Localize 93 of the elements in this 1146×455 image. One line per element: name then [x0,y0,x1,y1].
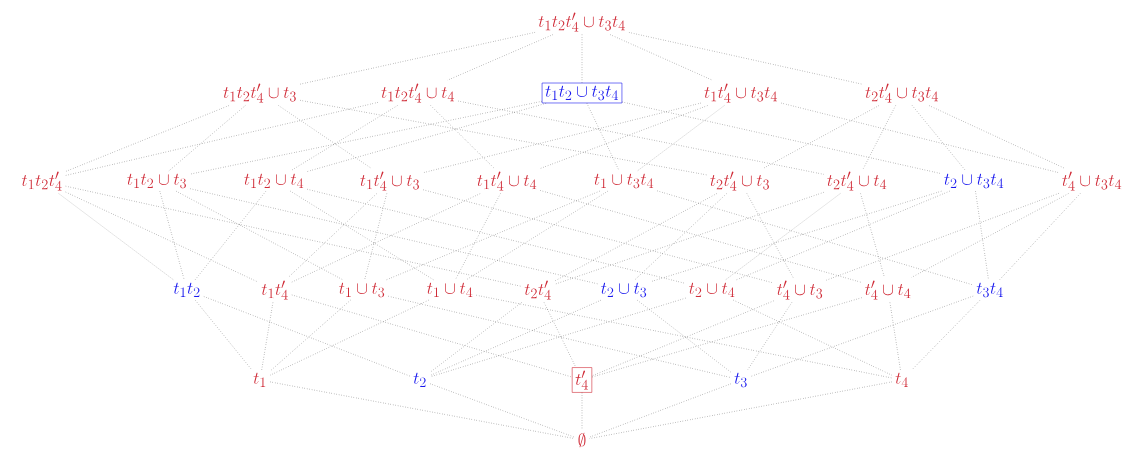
dotted-line [65,185,522,287]
dotted-line [291,294,573,378]
dotted-line [190,188,598,285]
dotted-line [429,302,522,373]
dotted-line [446,34,554,81]
dotted-line [269,381,575,439]
dotted-line [65,102,379,176]
formula-label: $t_1\cup t_3t_4$ [594,173,654,189]
dotted-line [826,193,1059,281]
dotted-line [457,100,824,175]
formula-label: $t_2t'_4$ [524,280,551,300]
dotted-line [203,296,411,377]
dotted-line [58,193,174,281]
dotted-line [911,299,981,371]
dotted-line [540,190,862,283]
dotted-line [610,34,713,81]
dotted-line [299,32,536,85]
formula-label: $t_1\cup t_3$ [339,282,385,298]
formula-label: $t_1\cup t_4$ [427,282,473,297]
dotted-line [889,302,901,371]
dotted-line [429,297,686,378]
dotted-line [634,193,727,281]
dotted-line [780,102,1059,173]
dotted-line [65,191,259,283]
formula-label: $t_1t_2\cup t_3$ [127,173,186,189]
dotted-line [423,189,774,284]
dotted-line [307,189,686,284]
dotted-line [175,190,344,281]
dotted-line [168,105,246,172]
dotted-line [733,299,893,376]
dotted-line [190,101,543,175]
dotted-line [746,193,794,278]
dotted-line [763,105,879,169]
dotted-line [912,105,966,172]
dotted-line [543,302,577,368]
formula-label: $t_1t_2t'_4\cup t_3$ [223,83,296,103]
formula-label: $t_2t'_4\cup t_4$ [827,171,887,191]
boxed-formula: $t_1t_2\cup t_3t_4$ [541,82,623,104]
dotted-line [975,190,989,281]
dotted-line [288,193,377,278]
dotted-line [290,190,434,281]
dotted-line [269,299,429,376]
formula-label: $t_3t_4$ [976,282,1003,298]
formula-label: $t_2t'_4\cup t_3t_4$ [865,83,938,103]
dotted-line [637,105,725,172]
dotted-line [429,383,575,438]
dotted-line [589,381,893,439]
formula-label: $t_2$ [413,372,426,387]
dotted-line [364,193,387,281]
dotted-line [278,105,372,169]
formula-label: $t_1t'_4\cup t_3$ [360,171,419,191]
dotted-line [194,190,267,281]
dotted-line [725,193,841,281]
dotted-line [423,102,702,173]
dotted-line [554,193,717,282]
dotted-line [657,190,974,286]
dotted-line [299,100,707,176]
boxed-formula: $t'_4$ [571,367,593,393]
dotted-line [637,299,732,373]
dotted-line [290,105,398,172]
formula-label: $t'_4\cup t_3$ [777,280,823,300]
formula-label: $t_1t'_4\cup t_4$ [477,171,537,191]
dotted-line [476,295,893,379]
formula-label: $t'_4\cup t_3t_4$ [1062,171,1122,191]
formula-label: $t_3$ [734,372,747,388]
dotted-line [388,296,732,378]
dotted-line [455,193,501,281]
formula-label: $t_1t'_4$ [261,280,288,300]
formula-label: $t_1t_2\cup t_4$ [244,173,304,188]
dotted-line [586,103,620,172]
formula-label: $t_1t'_4\cup t_3t_4$ [704,83,777,103]
dotted-line [65,105,229,172]
formula-label: $t_2\cup t_3t_4$ [944,173,1004,189]
formula-label: $\emptyset$ [578,432,586,448]
dotted-line [621,101,941,174]
dotted-line [911,193,1069,278]
formula-label: $t_1t_2$ [173,282,200,297]
formula-label: $t_1t_2t'_4$ [21,171,62,191]
formula-label: $t_2t'_4\cup t_3$ [710,171,769,191]
dotted-line [269,299,351,372]
dotted-line [999,193,1081,281]
formula-label: $t_2\cup t_4$ [689,282,735,297]
formula-label: $t_4$ [895,372,908,387]
dotted-line [430,105,495,169]
formula-label: $t_1t_2t'_4\cup t_4$ [381,83,455,103]
dotted-line [307,103,547,172]
formula-label: $t_1$ [253,372,266,387]
formula-label: $t_2\cup t_3$ [601,282,647,298]
dotted-line [291,193,481,283]
formula-label: $t'_4\cup t_4$ [865,280,911,300]
formula-label: $t_1t_2t'_4\cup t_3t_4$ [538,12,625,32]
dotted-line [747,302,792,371]
dotted-line [750,295,974,377]
